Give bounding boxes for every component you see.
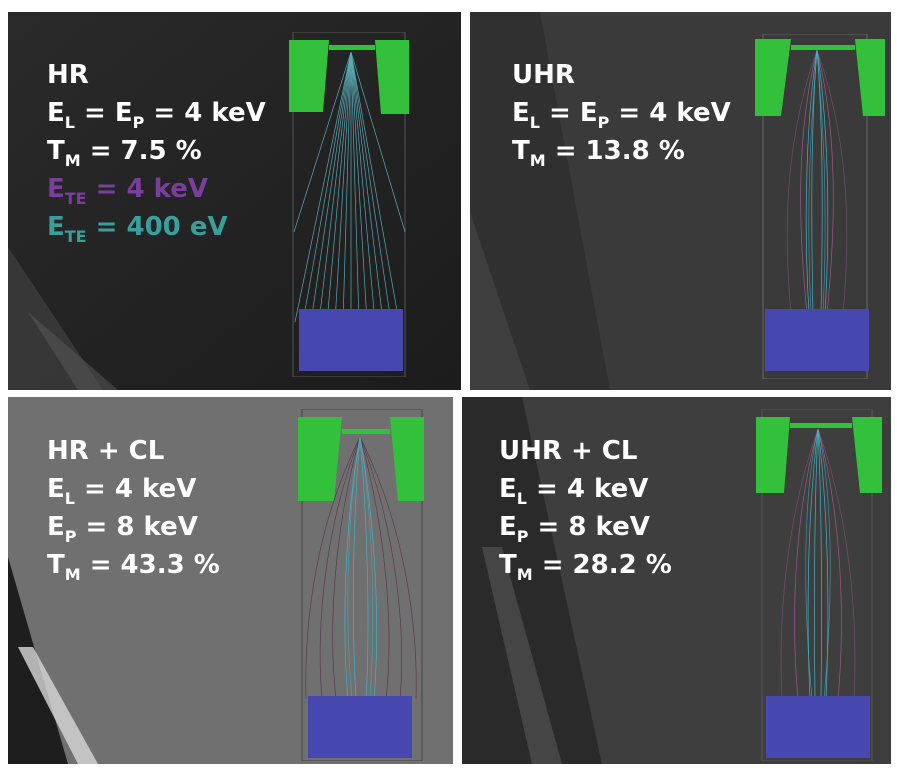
simulation-frame [292,32,406,377]
label-line: HR + CL [47,432,220,470]
detector [765,309,869,371]
label-text: T [512,136,530,166]
label-text: = 28.2 % [532,550,672,580]
label-text: = 43.3 % [80,550,220,580]
label-subscript: M [529,151,546,170]
left-electrode [755,39,791,116]
label-line: UHR [512,56,731,94]
label-text: T [47,550,65,580]
label-subscript: TE [64,227,87,246]
detector [766,696,870,758]
label-line: ETE = 400 eV [47,208,266,246]
label-line: EP = 8 keV [499,508,672,546]
label-subscript: L [64,489,75,508]
label-text: = 4 keV [74,474,197,504]
label-text: = E [539,98,598,128]
label-line: UHR + CL [499,432,672,470]
label-line: TM = 43.3 % [47,546,220,584]
label-subscript: L [516,489,527,508]
label-text: = 8 keV [528,512,650,542]
label-text: E [47,474,65,504]
label-subscript: L [529,113,540,132]
lens-simulation [289,32,409,377]
right-electrode [855,39,885,116]
label-subscript: P [597,113,610,132]
label-text: UHR [512,60,575,90]
label-text: E [512,98,530,128]
lens-simulation [755,34,885,379]
simulation-frame [301,409,423,761]
right-electrode [390,417,424,501]
label-text: E [499,512,517,542]
label-text: E [47,98,65,128]
right-electrode [852,417,882,493]
lens-simulation [756,409,882,761]
label-text: E [47,512,65,542]
label-text: T [47,136,65,166]
label-line: HR [47,56,266,94]
aperture-plate [329,45,375,50]
aperture-plate [791,45,855,50]
label-line: ETE = 4 keV [47,170,266,208]
label-text: = 400 eV [86,212,228,242]
left-electrode [298,417,342,501]
label-text: = 4 keV [526,474,649,504]
label-subscript: M [516,565,533,584]
left-electrode [289,40,329,112]
label-text: = 8 keV [76,512,198,542]
label-text: = 4 keV [86,174,208,204]
label-text: E [47,174,65,204]
trajectories-hr [293,51,406,323]
trajectories-uhr [786,49,848,315]
label-subscript: M [64,151,81,170]
label-line: TM = 13.8 % [512,132,731,170]
label-line: TM = 28.2 % [499,546,672,584]
simulation-frame [762,34,868,379]
label-subscript: L [64,113,75,132]
aperture-plate [790,423,852,428]
label-subscript: P [132,113,145,132]
left-electrode [756,417,790,493]
label-subscript: M [64,565,81,584]
label-text: = 7.5 % [80,136,202,166]
label-line: EL = EP = 4 keV [47,94,266,132]
label-subscript: TE [64,189,87,208]
aperture-plate [342,429,390,434]
label-line: EL = 4 keV [47,470,220,508]
label-subscript: P [64,527,77,546]
right-electrode [375,40,409,114]
label-text: = 4 keV [144,98,266,128]
label-line: TM = 7.5 % [47,132,266,170]
detector [308,696,412,758]
label-text: HR [47,60,89,90]
label-subscript: P [516,527,529,546]
label-text: = E [74,98,133,128]
label-text: = 4 keV [609,98,731,128]
label-line: EL = EP = 4 keV [512,94,731,132]
trajectories-hr-cl [305,436,417,700]
lens-simulation [298,409,424,761]
detector [299,309,403,371]
label-text: = 13.8 % [545,136,685,166]
trajectories-uhr-cl [780,428,856,700]
label-text: HR + CL [47,436,165,466]
simulation-frame [761,409,873,761]
label-text: E [499,474,517,504]
label-text: UHR + CL [499,436,638,466]
label-text: E [47,212,65,242]
label-line: EP = 8 keV [47,508,220,546]
label-line: EL = 4 keV [499,470,672,508]
label-text: T [499,550,517,580]
